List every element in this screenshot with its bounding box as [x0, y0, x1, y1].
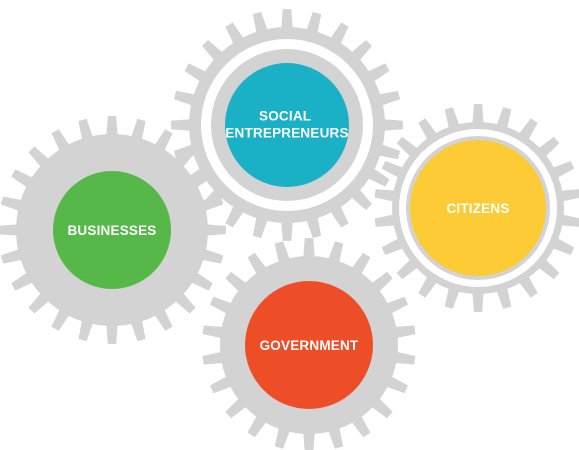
gear-citizens: CITIZENS: [374, 104, 579, 312]
businesses-label-line-1: BUSINESSES: [67, 223, 156, 238]
businesses-label: BUSINESSES: [67, 223, 156, 238]
gear-businesses: BUSINESSES: [0, 116, 226, 344]
social-entrepreneurs-label-line-1: SOCIAL: [259, 109, 311, 124]
gear-social-entrepreneurs: SOCIAL ENTREPRENEURS: [171, 9, 403, 241]
social-entrepreneurs-label: SOCIAL ENTREPRENEURS: [225, 109, 348, 141]
government-label: GOVERNMENT: [260, 338, 359, 353]
social-entrepreneurs-circle: [225, 63, 349, 187]
government-circle: [245, 281, 373, 409]
gear-government: GOVERNMENT: [202, 238, 416, 450]
social-entrepreneurs-label-line-2: ENTREPRENEURS: [225, 126, 348, 141]
citizens-label-line-1: CITIZENS: [446, 201, 509, 216]
citizens-label: CITIZENS: [446, 201, 509, 216]
citizens-circle: [410, 140, 546, 276]
government-label-line-1: GOVERNMENT: [260, 338, 359, 353]
businesses-circle: [53, 171, 171, 289]
